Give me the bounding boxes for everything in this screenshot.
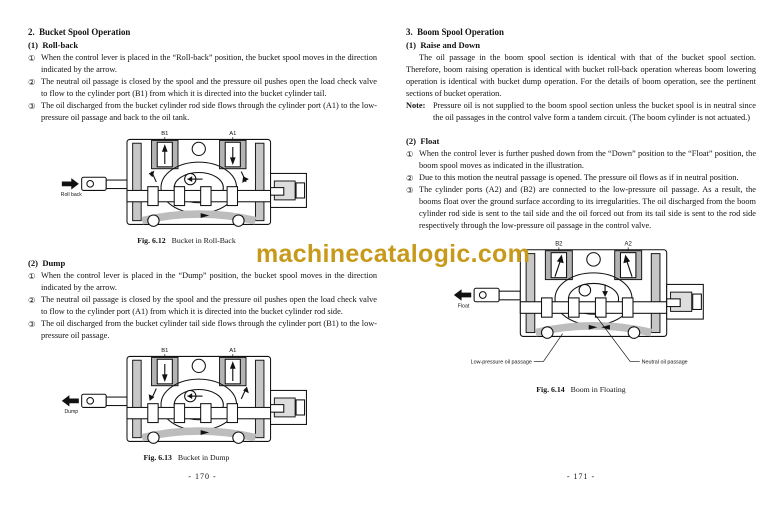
list-item: ② The neutral oil passage is closed by t… bbox=[28, 76, 377, 100]
figure-title: Bucket in Dump bbox=[177, 453, 230, 462]
item-number: ① bbox=[406, 149, 414, 159]
port-label-right: A1 bbox=[229, 131, 236, 137]
page-right: 3. Boom Spool Operation (1) Raise and Do… bbox=[406, 26, 756, 394]
subsection-heading-raise-down: (1) Raise and Down bbox=[406, 40, 481, 50]
page-number-left: - 170 - bbox=[188, 472, 217, 481]
note-label: Note: bbox=[406, 101, 426, 110]
list-item: ② Due to this motion the neutral passage… bbox=[406, 172, 756, 184]
subsection-heading-dump: (2) Dump bbox=[28, 258, 66, 268]
valve-diagram-rollback: Roll back bbox=[61, 131, 307, 227]
figure-caption: Fig. 6.13 Bucket in Dump bbox=[59, 453, 314, 462]
subsection-heading-rollback: (1) Roll-back bbox=[28, 40, 79, 50]
lever-label: Roll back bbox=[61, 192, 82, 198]
port-label-left: B1 bbox=[161, 348, 168, 354]
subsection-heading-float: (2) Float bbox=[406, 136, 440, 146]
item-number: ③ bbox=[406, 185, 414, 195]
lever-label: Float bbox=[458, 304, 470, 310]
figure-number: Fig. 6.14 bbox=[536, 385, 565, 394]
section-heading-boom: 3. Boom Spool Operation bbox=[406, 27, 504, 37]
watermark: machinecatalogic.com bbox=[256, 240, 531, 268]
item-text: When the control lever is placed in the … bbox=[41, 53, 377, 74]
item-number: ② bbox=[28, 77, 36, 87]
list-item: ③ The oil discharged from the bucket cyl… bbox=[28, 318, 377, 342]
item-number: ② bbox=[28, 295, 36, 305]
figure-bucket-dump: Dump bbox=[59, 345, 314, 462]
lever-direction-arrow-icon bbox=[61, 178, 79, 190]
callout-leader-right bbox=[595, 315, 640, 362]
item-text: The oil discharged from the bucket cylin… bbox=[41, 101, 377, 122]
list-item: ③ The oil discharged from the bucket cyl… bbox=[28, 100, 377, 124]
item-number: ② bbox=[406, 173, 414, 183]
section-heading-bucket: 2. Bucket Spool Operation bbox=[28, 27, 131, 37]
note: Note: Pressure oil is not supplied to th… bbox=[406, 100, 756, 124]
lever-direction-arrow-icon bbox=[453, 289, 472, 301]
item-text: When the control lever is placed in the … bbox=[41, 271, 377, 292]
figure-boom-floating: Float bbox=[451, 238, 711, 394]
page-number-right: - 171 - bbox=[566, 472, 596, 481]
raise-down-paragraph: The oil passage in the boom spool sectio… bbox=[406, 53, 756, 98]
lever-direction-arrow-icon bbox=[61, 395, 79, 407]
list-item: ② The neutral oil passage is closed by t… bbox=[28, 294, 377, 318]
port-label-right: A2 bbox=[625, 241, 633, 247]
figure-bucket-rollback: Roll back bbox=[59, 128, 314, 245]
list-item: ① When the control lever is further push… bbox=[406, 148, 756, 172]
figure-caption: Fig. 6.14 Boom in Floating bbox=[451, 385, 711, 394]
port-label-left: B2 bbox=[555, 241, 563, 247]
port-label-right: A1 bbox=[229, 348, 236, 354]
list-item: ① When the control lever is placed in th… bbox=[28, 270, 377, 294]
page-left: 2. Bucket Spool Operation (1) Roll-back … bbox=[28, 26, 377, 462]
list-item: ③ The cylinder ports (A2) and (B2) are c… bbox=[406, 184, 756, 232]
item-number: ③ bbox=[28, 101, 36, 111]
figure-number: Fig. 6.12 bbox=[137, 236, 166, 245]
figure-caption: Fig. 6.12 Bucket in Roll-Back bbox=[59, 236, 314, 245]
port-label-left: B1 bbox=[161, 131, 168, 137]
flow-arrow-up-icon bbox=[625, 259, 633, 277]
item-text: The oil discharged from the bucket cylin… bbox=[41, 319, 377, 340]
item-number: ① bbox=[28, 271, 36, 281]
valve-diagram-dump: Dump bbox=[61, 348, 307, 444]
item-text: Due to this motion the neutral passage i… bbox=[419, 173, 739, 182]
item-number: ① bbox=[28, 53, 36, 63]
item-text: The neutral oil passage is closed by the… bbox=[41, 77, 377, 98]
figure-title: Bucket in Roll-Back bbox=[171, 236, 236, 245]
item-text: The cylinder ports (A2) and (B2) are con… bbox=[419, 185, 756, 230]
item-number: ③ bbox=[28, 319, 36, 329]
figure-title: Boom in Floating bbox=[570, 385, 626, 394]
item-text: The neutral oil passage is closed by the… bbox=[41, 295, 377, 316]
figure-number: Fig. 6.13 bbox=[143, 453, 172, 462]
flow-arrow-up-icon bbox=[554, 259, 562, 277]
note-text: Pressure oil is not supplied to the boom… bbox=[433, 101, 756, 122]
callout-low-pressure: Low-pressure oil passage bbox=[471, 359, 532, 365]
lever-label: Dump bbox=[64, 409, 78, 415]
callout-neutral: Neutral oil passage bbox=[642, 359, 688, 365]
valve-diagram-float: Float bbox=[453, 241, 704, 365]
callout-leader-left bbox=[533, 333, 563, 362]
item-text: When the control lever is further pushed… bbox=[419, 149, 756, 170]
list-item: ① When the control lever is placed in th… bbox=[28, 52, 377, 76]
